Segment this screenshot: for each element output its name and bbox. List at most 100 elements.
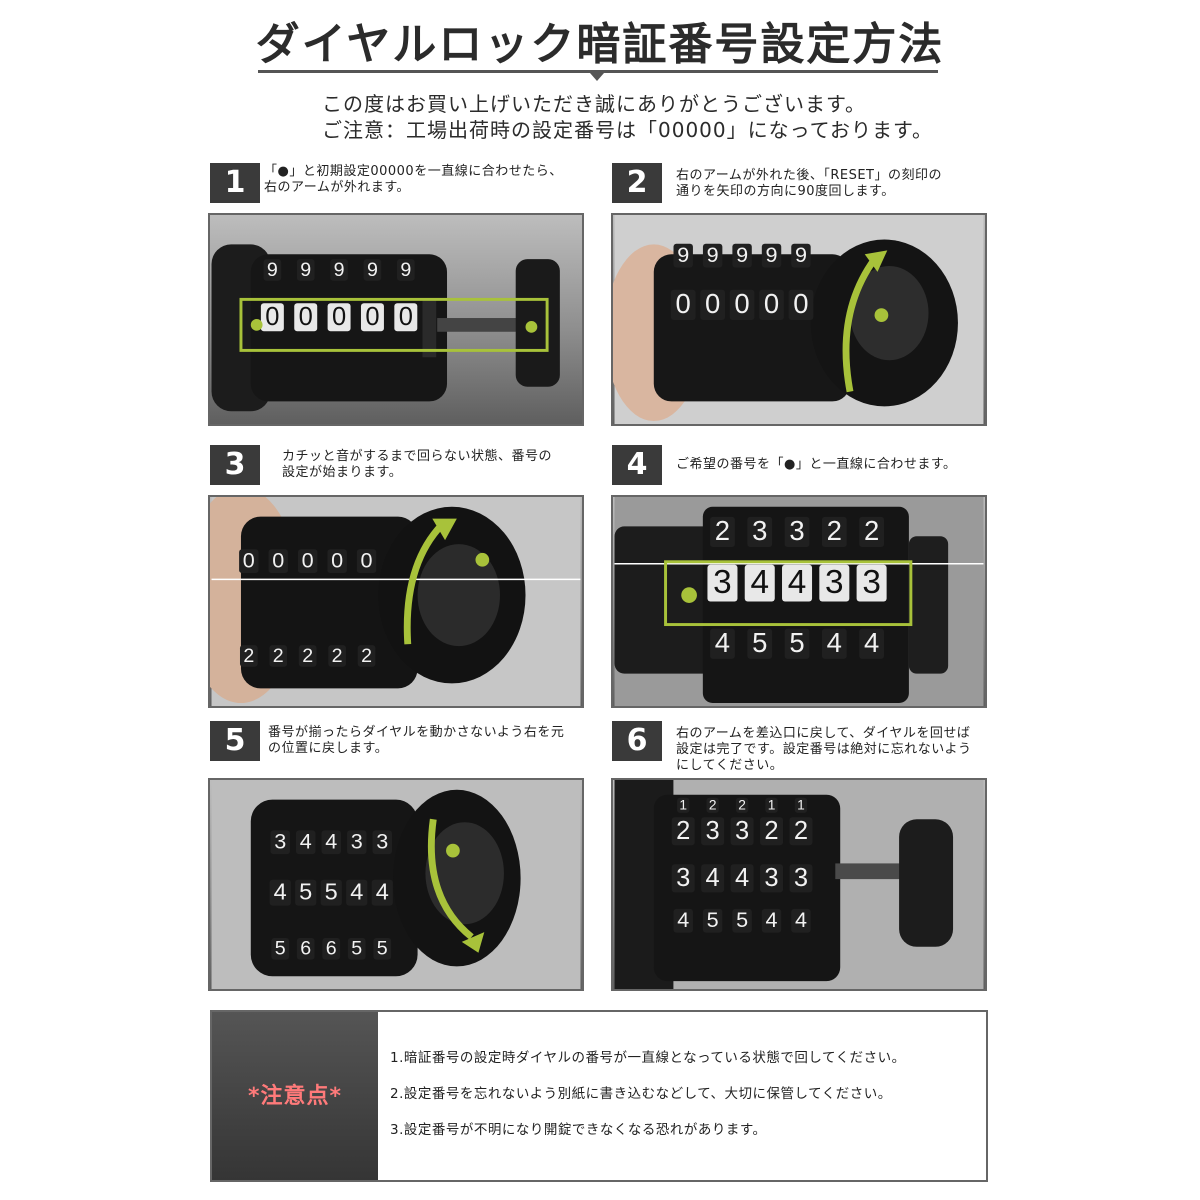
dial-cell-bg	[729, 289, 755, 320]
dial-cell-bg	[295, 879, 317, 906]
dial-cell-bg	[670, 289, 696, 320]
dial-cell-bg	[269, 645, 288, 667]
dial-digit: 3	[735, 817, 749, 845]
step-4-text: ご希望の番号を「●」と一直線に合わせます。	[676, 457, 957, 473]
step-3-dot	[475, 552, 490, 567]
dial-cell-bg	[784, 628, 810, 659]
dial-cell-bg	[859, 628, 884, 659]
step-2-line2: 通りを矢印の方向に90度回します。	[676, 184, 895, 199]
step-3-text: カチッと音がするまで回らない状態、番号の 設定が始まります。	[282, 449, 552, 481]
dial-digit: 0	[676, 288, 691, 319]
step-5-text: 番号が揃ったらダイヤルを動かさないよう右を元 の位置に戻します。	[268, 725, 564, 757]
dial-digit: 0	[399, 303, 413, 331]
dial-digit: 2	[864, 515, 879, 546]
dial-digit: 2	[715, 515, 730, 546]
step-2-rotation-arrow	[842, 257, 878, 393]
dial-digit: 3	[794, 864, 808, 892]
dial-cell-bg	[296, 937, 315, 960]
dial-cell-bg	[673, 908, 693, 933]
dial-cell-bg	[735, 797, 749, 813]
dial-cell-bg	[730, 817, 754, 846]
dial-cell-bg	[372, 830, 392, 855]
title-notch	[590, 73, 604, 81]
step-2-line1: 右のアームが外れた後、「RESET」の刻印の	[676, 168, 942, 183]
dial-digit: 5	[789, 627, 804, 658]
dial-cell-bg	[791, 908, 811, 933]
dial-digit: 9	[334, 259, 345, 281]
dial-cell-bg	[263, 259, 282, 281]
dial-cell-bg	[260, 303, 284, 332]
step-6-line3: にしてください。	[676, 758, 784, 773]
dial-cell-bg	[328, 645, 346, 667]
dial-cell-bg	[710, 628, 735, 659]
dial-cell-bg	[707, 564, 738, 602]
dial-digit: 4	[274, 879, 287, 905]
dial-cell-bg	[327, 303, 351, 332]
dial-digit: 9	[267, 259, 278, 281]
dial-digit: 0	[705, 288, 720, 319]
dial-digit: 0	[361, 548, 373, 573]
step-5-dot	[446, 843, 460, 858]
dial-cell-bg	[789, 817, 813, 846]
step-5-line2: の位置に戻します。	[268, 741, 389, 756]
dial-digit: 0	[331, 548, 343, 573]
dial-digit: 4	[300, 829, 312, 854]
step-5-badge: 5	[210, 721, 260, 761]
dial-cell-bg	[396, 259, 415, 281]
dial-cell-bg	[394, 303, 418, 332]
dial-digit: 3	[376, 829, 388, 854]
notes-label-panel: *注意点*	[212, 1012, 378, 1180]
dial-digit: 4	[715, 627, 730, 658]
notes-label: *注意点*	[247, 1084, 342, 1109]
dial-cell-bg	[782, 564, 813, 602]
dial-digit: 4	[864, 627, 879, 658]
dial-cell-bg	[296, 259, 315, 281]
dial-cell-bg	[784, 516, 810, 548]
dial-digit: 2	[827, 515, 842, 546]
step-4-badge: 4	[612, 445, 662, 485]
dial-cell-bg	[747, 628, 773, 659]
dial-digit: 9	[367, 259, 378, 281]
dial-digit: 4	[350, 879, 363, 905]
dial-digit: 4	[766, 907, 778, 932]
dial-digit: 4	[827, 627, 842, 658]
dial-digit: 5	[736, 907, 748, 932]
dial-digit: 0	[793, 288, 808, 319]
step-1-badge: 1	[210, 163, 260, 203]
dial-cell-bg	[747, 516, 773, 548]
step-4-alignment-frame	[664, 560, 913, 627]
dial-digit: 3	[825, 564, 844, 601]
dial-cell-bg	[761, 908, 782, 933]
dial-digit: 5	[299, 879, 312, 905]
notes-box: *注意点* 1.暗証番号の設定時ダイヤルの番号が一直線となっている状態で回してく…	[210, 1010, 988, 1182]
dial-cell-bg	[788, 289, 814, 320]
dial-cell-bg	[794, 797, 808, 813]
step-2-text: 右のアームが外れた後、「RESET」の刻印の 通りを矢印の方向に90度回します。	[676, 168, 942, 200]
dial-digit: 2	[302, 645, 313, 667]
dial-digit: 5	[275, 938, 286, 960]
dial-cell-bg	[360, 303, 384, 332]
intro-caution: ご注意：工場出荷時の設定番号は「00000」になっております。	[322, 118, 934, 142]
dial-cell-bg	[819, 564, 850, 602]
dial-cell-bg	[330, 259, 348, 281]
dial-digit: 1	[768, 797, 776, 812]
dial-cell-bg	[701, 817, 725, 846]
step-6-line2: 設定は完了です。設定番号は絶対に忘れないよう	[676, 742, 972, 757]
dial-cell-bg	[298, 645, 317, 667]
dial-digit: 4	[325, 829, 337, 854]
dial-cell-bg	[297, 549, 318, 574]
dial-digit: 2	[764, 817, 778, 845]
step-2-arrow-head	[864, 250, 888, 272]
step-5-line1: 番号が揃ったらダイヤルを動かさないよう右を元	[268, 725, 565, 740]
dial-digit: 6	[300, 938, 311, 960]
step-3-line2: 設定が始まります。	[282, 465, 403, 480]
step-4-line1: ご希望の番号を「●」と一直線に合わせます。	[676, 457, 957, 472]
title-rule	[258, 70, 938, 73]
dial-digit: 4	[706, 864, 720, 892]
